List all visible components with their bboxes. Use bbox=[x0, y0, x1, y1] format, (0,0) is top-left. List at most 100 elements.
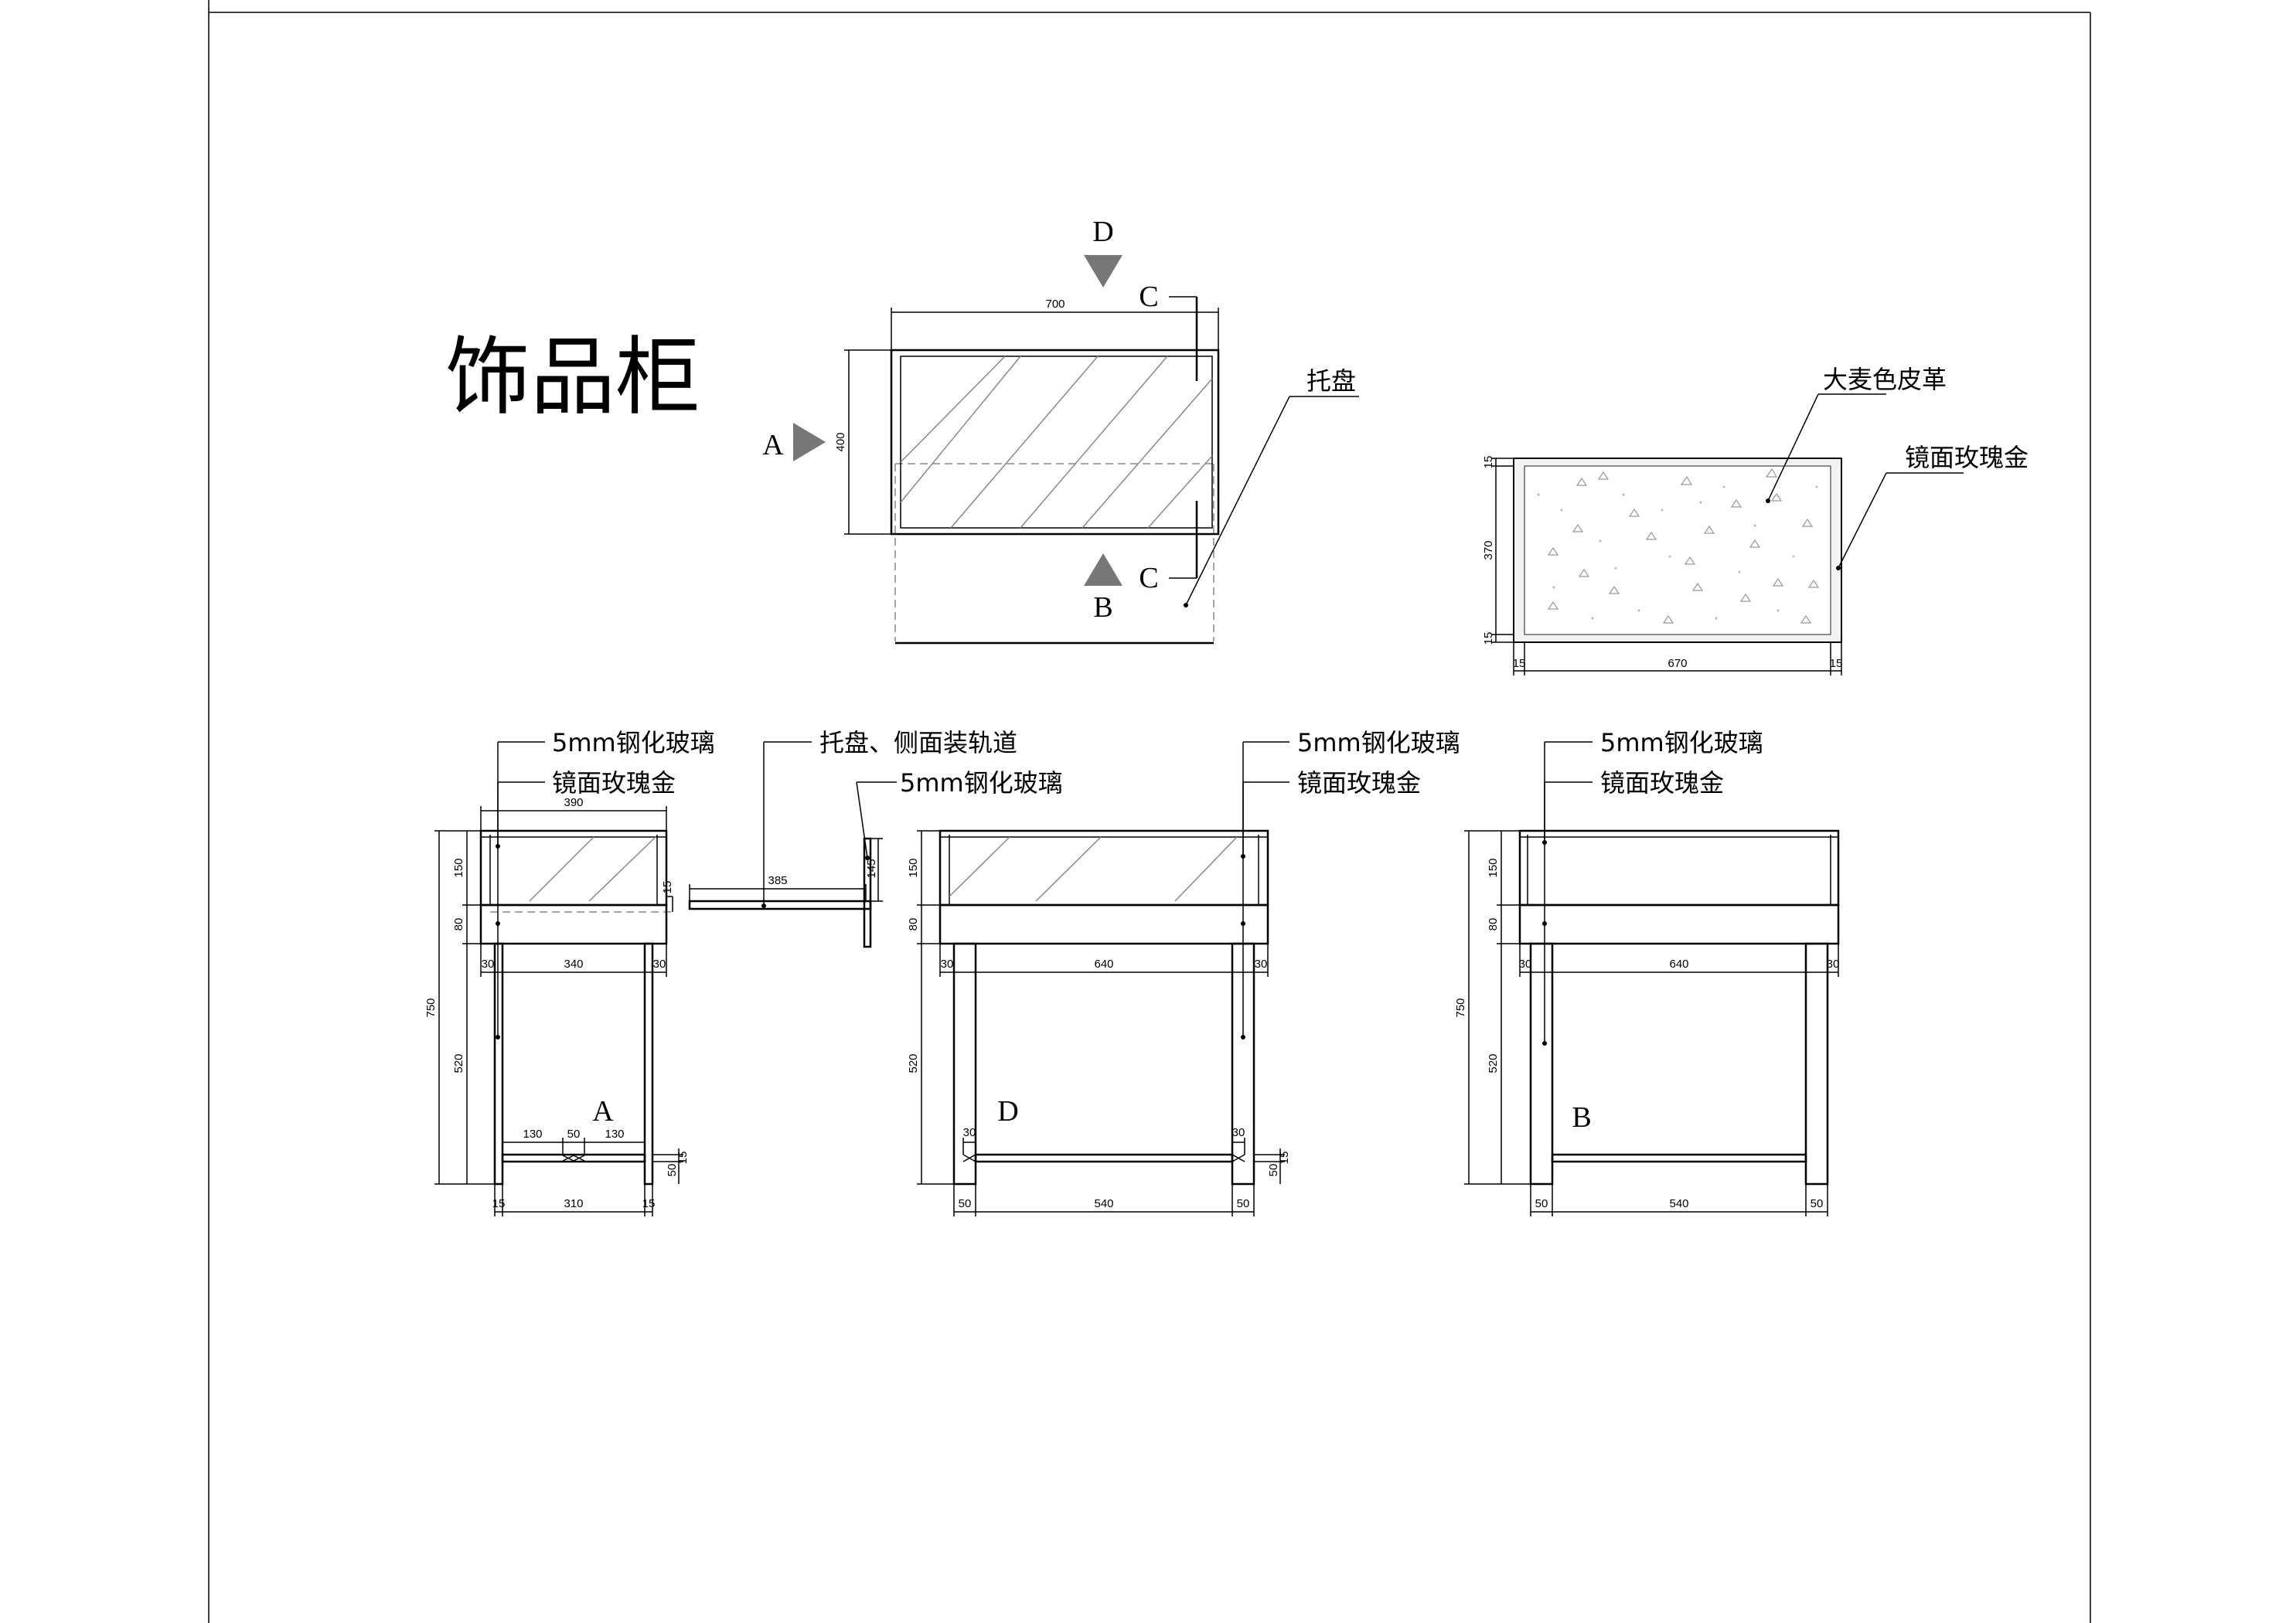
tray-plan-end-a: 15 bbox=[1513, 657, 1526, 670]
section-c-glass-leader: 5mm钢化玻璃 bbox=[856, 768, 1063, 860]
elevation-b-base-mid: 540 bbox=[1669, 1197, 1688, 1210]
elevation-d-view-label: D bbox=[997, 1095, 1018, 1128]
leather-specks bbox=[1537, 485, 1818, 620]
plan-outline bbox=[890, 349, 1220, 536]
elevation-d-glass-hatch bbox=[949, 836, 1238, 902]
elevation-d-glass bbox=[938, 829, 1269, 907]
elevation-d-rail-h1: 50 bbox=[1267, 1164, 1280, 1177]
plan-depth-dimension: 400 bbox=[834, 349, 891, 535]
elevation-a-rail-height-dimensions: 50 15 bbox=[652, 1148, 690, 1184]
view-arrow-b: B bbox=[1084, 553, 1122, 624]
elevation-b-leg-height: 520 bbox=[1487, 1053, 1500, 1073]
elevation-b-total-height: 750 bbox=[1454, 998, 1467, 1017]
elevation-a-frame bbox=[479, 903, 668, 945]
section-c-tray bbox=[688, 900, 872, 910]
drawing-border bbox=[208, 0, 2091, 1623]
tray-plan-end-b: 15 bbox=[1830, 657, 1843, 670]
elevation-b-frame-right: 30 bbox=[1827, 958, 1840, 971]
elevation-a-stretcher-joint bbox=[562, 1155, 585, 1162]
elevation-d-glass-leader: 5mm钢化玻璃 bbox=[1241, 728, 1460, 859]
elevation-b-frame bbox=[1518, 903, 1840, 945]
plan-glass-hatch bbox=[900, 356, 1213, 529]
elevation-d-rail-left: 30 bbox=[963, 1126, 976, 1139]
elevation-b-glass-leader: 5mm钢化玻璃 bbox=[1542, 728, 1763, 845]
elevation-b-leg-right bbox=[1804, 942, 1829, 1186]
elevation-b-base-right: 50 bbox=[1811, 1197, 1824, 1210]
elevation-d-rail-height-dimensions: 50 15 bbox=[1254, 1148, 1291, 1184]
elevation-d-base-mid: 540 bbox=[1094, 1197, 1113, 1210]
elevation-a-base-left: 15 bbox=[492, 1197, 506, 1210]
tray-plan-side-a: 15 bbox=[1482, 456, 1495, 469]
view-marker-d: D bbox=[1092, 216, 1113, 248]
elevation-d-frame-left: 30 bbox=[941, 958, 954, 971]
elevation-d-rose-gold-leader: 镜面玫瑰金 bbox=[1241, 768, 1421, 1039]
elevation-b-rose-gold-leader: 镜面玫瑰金 bbox=[1542, 768, 1724, 1046]
elevation-a-rose-gold-label: 镜面玫瑰金 bbox=[552, 768, 676, 798]
section-c-edge: 15 bbox=[661, 881, 674, 894]
elevation-b-leg-left bbox=[1529, 942, 1554, 1186]
tray-label: 托盘 bbox=[1306, 366, 1356, 396]
elevation-d-rail-h2: 15 bbox=[1278, 1152, 1291, 1165]
elevation-a-rail-a: 130 bbox=[523, 1128, 542, 1141]
elevation-a-leg-height: 520 bbox=[452, 1053, 465, 1073]
elevation-d-frame bbox=[938, 903, 1269, 945]
elevation-a-glass-height: 150 bbox=[452, 858, 465, 877]
elevation-a-rail-h2: 15 bbox=[676, 1152, 690, 1165]
section-marker-c-top: C bbox=[1139, 281, 1158, 313]
elevation-d-stretcher bbox=[974, 1153, 1234, 1163]
leather-leader: 大麦色皮革 bbox=[1766, 365, 1947, 503]
elevation-d-glass-label: 5mm钢化玻璃 bbox=[1297, 728, 1460, 757]
tray-plan-width-dimensions: 15 670 15 bbox=[1513, 642, 1843, 675]
elevation-d-rose-gold-label: 镜面玫瑰金 bbox=[1297, 768, 1421, 798]
elevation-a-top-dimension: 390 bbox=[480, 796, 667, 831]
plan-glass-top bbox=[900, 356, 1213, 529]
section-c-height: 145 bbox=[865, 859, 878, 878]
elevation-d-glass-height: 150 bbox=[907, 858, 920, 877]
elevation-b-view-label: B bbox=[1572, 1101, 1591, 1134]
plan-width-dimension: 700 bbox=[891, 298, 1219, 350]
tray-rail-label: 托盘、侧面装轨道 bbox=[819, 728, 1017, 757]
plan-view: 700 400 C C D A B bbox=[762, 216, 1359, 645]
elevation-a-total-height: 750 bbox=[424, 998, 438, 1017]
elevation-b: 750 150 80 520 30 640 30 50 540 bbox=[1454, 728, 1839, 1216]
elevation-a-height-dimensions: 750 150 80 520 bbox=[424, 830, 495, 1185]
view-arrow-a: A bbox=[762, 423, 826, 461]
elevation-a-base-dimensions: 15 310 15 bbox=[492, 1184, 656, 1216]
view-marker-a: A bbox=[762, 429, 784, 461]
elevation-a-leg-right bbox=[643, 942, 654, 1186]
leather-texture bbox=[1547, 468, 1820, 624]
elevation-d-rail-right: 30 bbox=[1232, 1126, 1245, 1139]
elevation-a-top-width: 390 bbox=[564, 796, 583, 809]
elevation-a: 390 750 150 80 520 30 340 30 bbox=[424, 728, 715, 1216]
section-line-c: C C bbox=[1139, 281, 1198, 594]
elevation-b-frame-left: 30 bbox=[1519, 958, 1532, 971]
elevation-b-stretcher bbox=[1551, 1153, 1807, 1163]
section-c-tray-leader: 托盘、侧面装轨道 bbox=[761, 728, 1017, 908]
tray-plan-leather bbox=[1524, 465, 1831, 635]
elevation-a-stretcher-dimensions: 130 50 130 bbox=[502, 1128, 646, 1155]
section-marker-c-bottom: C bbox=[1139, 562, 1158, 594]
elevation-d-stretcher-joints bbox=[962, 1154, 1245, 1162]
section-c-glass-label: 5mm钢化玻璃 bbox=[900, 768, 1063, 798]
tray-rose-gold-leader: 镜面玫瑰金 bbox=[1836, 443, 2029, 570]
elevation-a-glass-leader: 5mm钢化玻璃 bbox=[496, 728, 715, 849]
elevation-d-base-dimensions: 50 540 50 bbox=[953, 1184, 1255, 1216]
elevation-a-frame-mid: 340 bbox=[564, 958, 583, 971]
elevation-b-glass-height: 150 bbox=[1487, 858, 1500, 877]
plan-width-value: 700 bbox=[1045, 298, 1065, 311]
tray-plan: 15 370 15 15 670 15 大麦色皮革 镜面玫瑰金 bbox=[1482, 365, 2029, 675]
elevation-a-rail-c: 130 bbox=[605, 1128, 624, 1141]
tray-plan-depth-dimensions: 15 370 15 bbox=[1482, 456, 1514, 645]
tray-leader: 托盘 bbox=[1184, 366, 1359, 607]
elevation-a-view-label: A bbox=[592, 1095, 614, 1128]
elevation-a-base-right: 15 bbox=[642, 1197, 656, 1210]
elevation-a-rose-gold-leader: 镜面玫瑰金 bbox=[496, 768, 676, 1039]
elevation-a-frame-right: 30 bbox=[653, 958, 666, 971]
elevation-d-leg-left bbox=[952, 942, 977, 1186]
elevation-a-stretcher bbox=[501, 1153, 646, 1163]
elevation-a-glass bbox=[479, 829, 668, 907]
elevation-d-rail-dimensions: 30 30 bbox=[962, 1126, 1245, 1155]
drawing-title: 饰品柜 bbox=[445, 328, 700, 427]
view-marker-b: B bbox=[1093, 591, 1112, 624]
